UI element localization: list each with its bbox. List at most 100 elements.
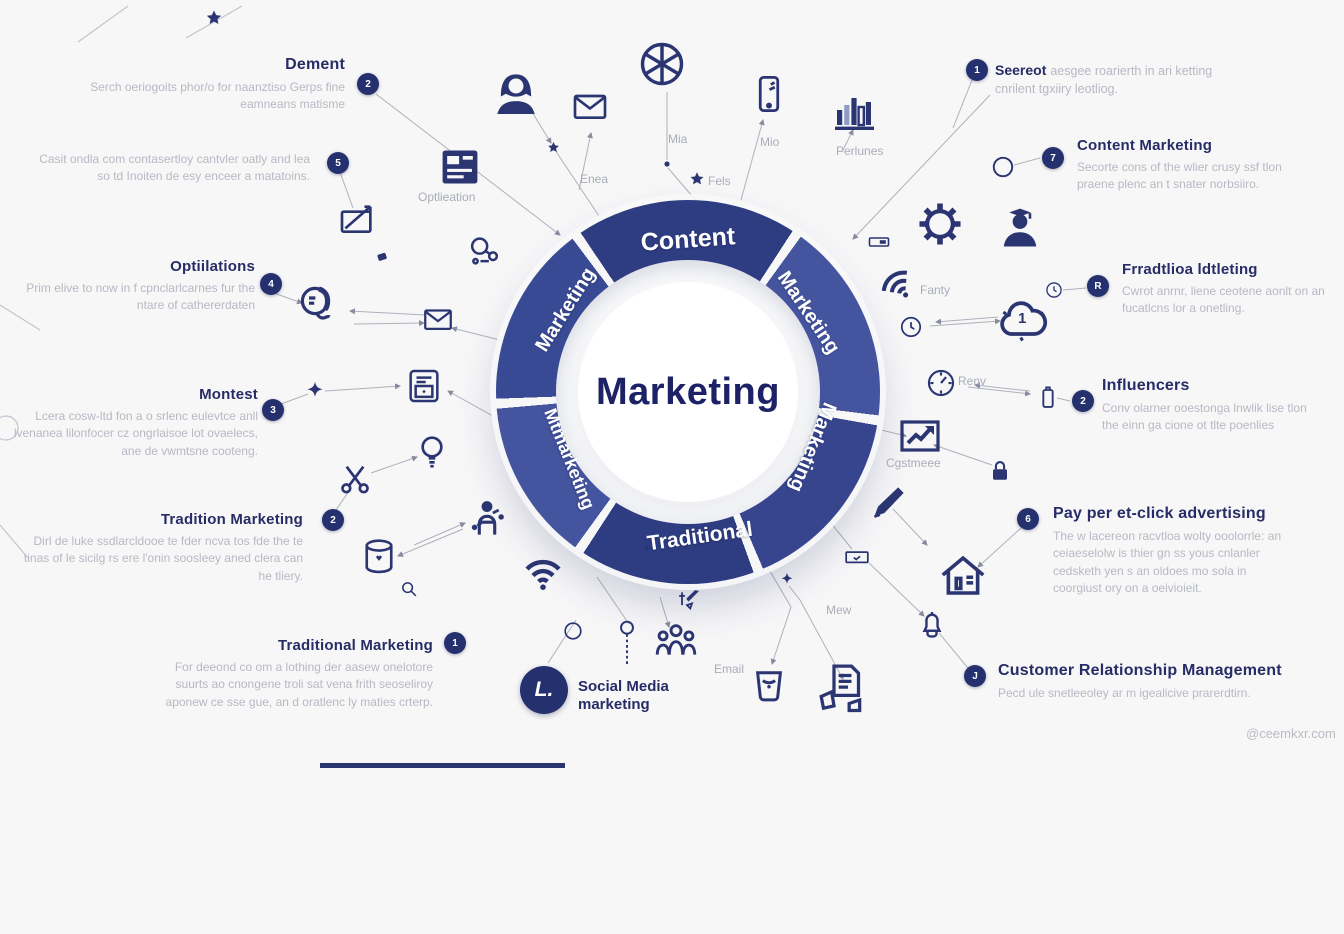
- social-media-badge-icon: L.: [520, 666, 568, 714]
- block-content-marketing: Content Marketing Secorte cons of the wl…: [1077, 137, 1312, 194]
- marketing-ring: Marketing Content Marketing Marketing Tr…: [496, 200, 880, 584]
- block-title: Frradtlioa ldtleting: [1122, 261, 1258, 278]
- graduate-person-icon: [994, 196, 1046, 258]
- label-mew: Mew: [826, 603, 852, 617]
- block-fradtlioa: Frradtlioa ldtleting Cwrot anrnr, liene …: [1122, 261, 1332, 318]
- star-icon: [688, 170, 706, 188]
- label-renv: Renv: [958, 374, 987, 388]
- block-body: Lcera cosw-ltd fon a o srlenc eulevtce a…: [13, 409, 258, 458]
- social-line1: Social Media: [578, 678, 669, 695]
- bar-chart-icon: [820, 88, 890, 136]
- block-ppc-advertising: Pay per et-click advertising The w lacer…: [1053, 505, 1298, 598]
- lightbulb-icon: [412, 430, 452, 474]
- ring-center: Marketing: [578, 282, 798, 502]
- sparkle-icon: [638, 166, 656, 934]
- social-media-label: Social Media marketing: [578, 678, 669, 714]
- block-body: Serch oeriogoits phor/o for naanztiso Ge…: [90, 80, 345, 112]
- browser-window-icon: [438, 145, 482, 189]
- block-title: Montest: [199, 386, 258, 403]
- envelope-icon: [566, 86, 614, 126]
- brain-cloud-icon: [994, 292, 1052, 348]
- badge-glyph: 1: [974, 64, 980, 76]
- clock-icon: [898, 314, 924, 340]
- woman-avatar-icon: [488, 62, 544, 124]
- globe-wheel-icon: [636, 38, 688, 90]
- label-perlunes: Perlunes: [836, 144, 884, 158]
- gear-icon: [912, 196, 968, 252]
- badge-6: 1: [444, 632, 466, 654]
- envelope-arrow-icon: [335, 200, 379, 240]
- block-body: Dirl de luke ssdlarcldooe te fder ncva t…: [23, 534, 303, 583]
- envelope-icon: [418, 302, 458, 336]
- pen-icon: [866, 480, 912, 524]
- badge-glyph: 1: [452, 637, 458, 649]
- block-body: Casit ondla com contasertloy cantvler oa…: [39, 152, 310, 184]
- badge-glyph: 2: [1080, 395, 1086, 407]
- label-enea: Enea: [580, 172, 609, 186]
- house-icon: [934, 548, 992, 602]
- star-icon: [204, 8, 224, 28]
- badge-7: 1: [966, 59, 988, 81]
- block-untitled: Casit ondla com contasertloy cantvler oa…: [30, 146, 310, 186]
- block-title: Optiilations: [170, 258, 255, 275]
- block-title: Influencers: [1102, 377, 1190, 394]
- label-mio: Mio: [760, 135, 780, 149]
- cup-icon: [748, 660, 790, 710]
- flat-mail-icon: [834, 544, 880, 570]
- badge-11: 6: [1017, 508, 1039, 530]
- line-chart-icon: [890, 412, 950, 460]
- block-body: The w lacereon racvtloa wolty ooolorrle:…: [1053, 529, 1282, 596]
- thinking-face-icon: [292, 282, 344, 330]
- badge-glyph: 4: [268, 278, 274, 290]
- block-optiilations: Optiilations Prim elive to now in f cpnc…: [0, 258, 255, 315]
- badge-glyph: 2: [365, 78, 371, 90]
- magnifier-icon: [398, 578, 420, 600]
- badge-4: 3: [262, 399, 284, 421]
- badge-3: 4: [260, 273, 282, 295]
- block-dement: Dement Serch oeriogoits phor/o for naanz…: [65, 56, 345, 114]
- block-body: aesgee roarierth in ari ketting cnrilent…: [995, 64, 1213, 97]
- badge-glyph: 7: [1050, 152, 1056, 164]
- smartphone-icon: [748, 68, 790, 120]
- badge-12: J: [964, 665, 986, 687]
- block-influencers: Influencers Conv olarner ooestonga lnwli…: [1102, 377, 1317, 435]
- diamond-icon: [776, 568, 798, 594]
- label-email: Email: [714, 662, 745, 676]
- social-badge-glyph: L.: [534, 678, 554, 701]
- block-crm: Customer Relationship Management Pecd ul…: [998, 662, 1308, 702]
- block-body: Secorte cons of the wlier crusy ssf tlon…: [1077, 160, 1282, 192]
- block-title: Tradition Marketing: [160, 511, 303, 528]
- block-tradition-marketing: Tradition Marketing Dirl de luke ssdlarc…: [23, 511, 303, 585]
- circle-node-icon: [562, 620, 584, 642]
- square-icon: [373, 248, 391, 265]
- scissors-icon: [334, 460, 376, 500]
- lock-icon: [986, 456, 1014, 486]
- small-device-icon: [1034, 378, 1062, 416]
- badge-9: R: [1087, 275, 1109, 297]
- block-montest: Montest Lcera cosw-ltd fon a o srlenc eu…: [0, 386, 258, 460]
- people-group-icon: [648, 614, 704, 664]
- search-links-icon: [458, 232, 508, 272]
- badge-10: 2: [1072, 390, 1094, 412]
- sparkle-icon: [300, 378, 330, 408]
- documents-hands-icon: [808, 658, 874, 714]
- badge-glyph: R: [1094, 280, 1102, 292]
- block-body: For deeond co om a lothing der aasew one…: [165, 660, 433, 709]
- bottom-accent-strip: [320, 763, 565, 768]
- database-icon: [358, 534, 400, 580]
- social-line2: marketing: [578, 696, 650, 713]
- badge-glyph: J: [972, 670, 978, 682]
- badge-glyph: 6: [1025, 513, 1031, 525]
- star-icon: [546, 140, 561, 155]
- pen-check-icon: [668, 586, 706, 620]
- label-mia: Mia: [668, 132, 688, 146]
- watermark: @ceemkxr.com: [1246, 726, 1336, 741]
- badge-2: 5: [327, 152, 349, 174]
- block-title: Customer Relationship Management: [998, 662, 1282, 679]
- block-body: Prim elive to now in f cpnclarlcarnes fu…: [26, 281, 255, 313]
- center-title: Marketing: [596, 370, 780, 413]
- block-title: Content Marketing: [1077, 137, 1213, 154]
- block-body: Conv olarner ooestonga lnwlik lise tlon …: [1102, 401, 1307, 433]
- bell-icon: [914, 604, 950, 644]
